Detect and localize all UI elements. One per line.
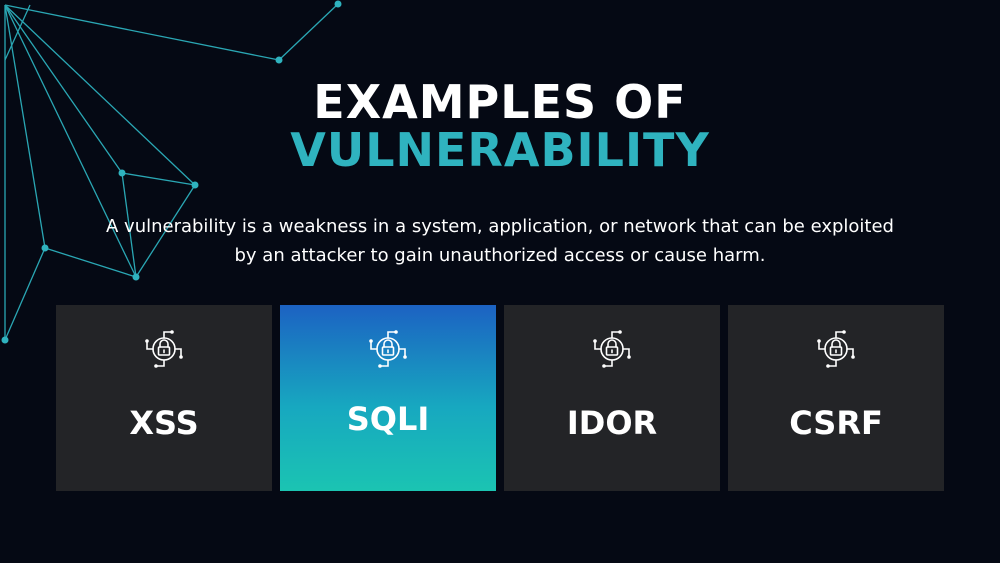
card-sqli[interactable]: SQLI [280, 305, 496, 491]
network-lines-decoration [1, 0, 342, 344]
card-label: XSS [129, 404, 199, 442]
title-line-2: VULNERABILITY [290, 123, 710, 177]
slide-title: EXAMPLES OF VULNERABILITY [0, 78, 1000, 174]
card-label: CSRF [789, 404, 883, 442]
card-xss[interactable]: XSS [56, 305, 272, 491]
security-lock-icon [145, 330, 183, 368]
card-csrf[interactable]: CSRF [728, 305, 944, 491]
card-label: SQLI [346, 400, 430, 438]
vulnerability-cards: XSS [56, 305, 944, 491]
security-lock-icon [369, 330, 407, 368]
card-idor[interactable]: IDOR [504, 305, 720, 491]
slide-description: A vulnerability is a weakness in a syste… [106, 216, 894, 266]
security-lock-icon [817, 330, 855, 368]
card-label: IDOR [566, 404, 658, 442]
title-line-1: EXAMPLES OF [313, 75, 687, 129]
security-lock-icon [593, 330, 631, 368]
